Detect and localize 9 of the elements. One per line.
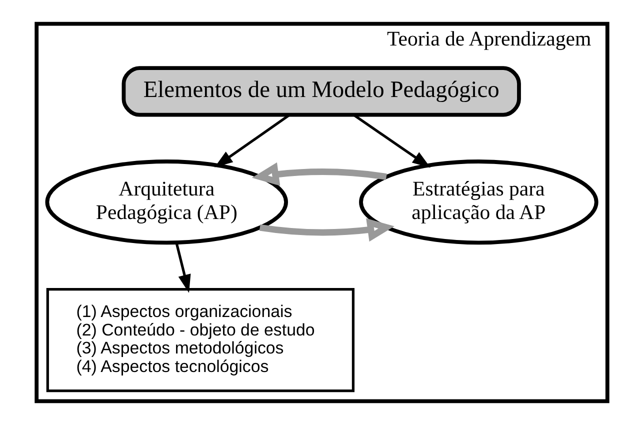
node-ellipse: Estratégias para aplicação da AP: [358, 160, 598, 245]
arrow: [174, 242, 190, 293]
arrow: [352, 114, 430, 168]
node-ellipse: Arquitetura Pedagógica (AP): [44, 160, 288, 245]
node-box: (1) Aspectos organizacionais (2) Conteúdo - objeto de estudo (3) Aspectos metodológicos (4) Aspectos tecnológicos: [46, 288, 354, 392]
arrow: [251, 162, 386, 186]
arrow: [214, 114, 290, 168]
node-box: Elementos de um Modelo Pedagógico: [121, 66, 520, 117]
arrow: [258, 218, 394, 242]
